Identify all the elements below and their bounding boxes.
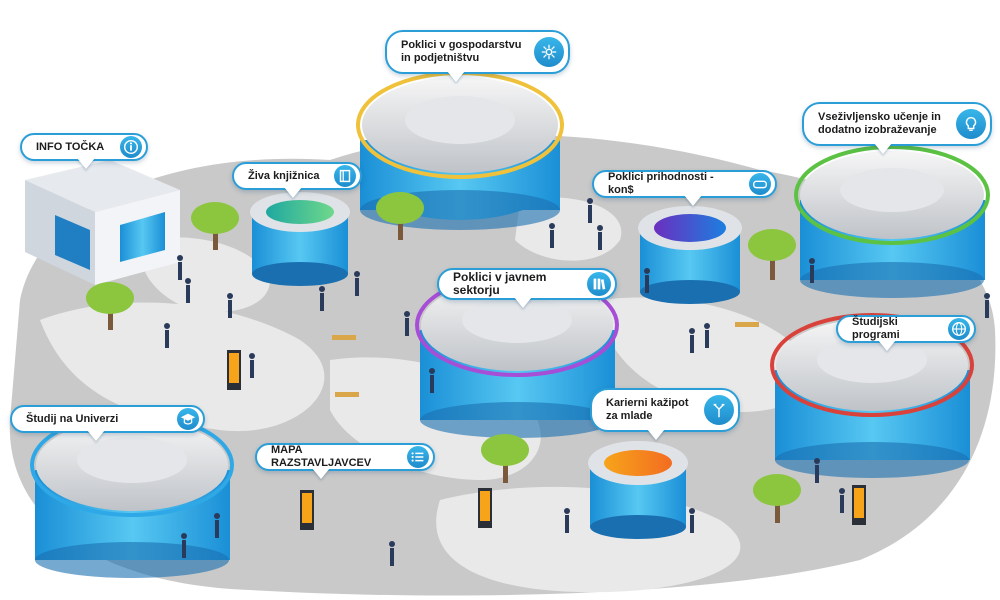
label-studijski[interactable]: Študijski programi [836, 315, 976, 343]
info-icon [120, 136, 142, 158]
label-javni-sektor[interactable]: Poklici v javnem sektorju [437, 268, 617, 300]
label-text: Karierni kažipot za mlade [606, 397, 689, 422]
gear-network-icon [534, 37, 564, 67]
library-book-icon [334, 165, 356, 187]
books-icon [587, 272, 611, 296]
list-icon [407, 446, 429, 468]
trees [86, 192, 801, 523]
globe-icon [948, 318, 970, 340]
label-text: INFO TOČKA [36, 140, 105, 153]
vr-headset-icon [749, 173, 771, 195]
label-info[interactable]: INFO TOČKA [20, 133, 148, 161]
label-text: Poklici prihodnosti - kon$ [608, 171, 714, 196]
pavilion-javni-sektor [415, 273, 619, 438]
benches [332, 322, 759, 397]
pavilion-knjiznica [250, 192, 350, 286]
pavilion-prihodnost [638, 206, 742, 304]
label-gospodarstvo[interactable]: Poklici v gospodarstvu in podjetništvu [385, 30, 570, 74]
pavilion-univerza [30, 413, 234, 578]
label-text: MAPA RAZSTAVLJAVCEV [271, 444, 372, 469]
pavilion-kazipot [588, 441, 688, 539]
brain-bulb-icon [956, 109, 986, 139]
label-vsezivljensko[interactable]: Vseživljensko učenje in dodatno izobraže… [802, 102, 992, 146]
label-univerza[interactable]: Študij na Univerzi [10, 405, 205, 433]
label-text: Študij na Univerzi [26, 412, 119, 425]
pavilion-vsezivljensko [794, 145, 990, 298]
label-kazipot[interactable]: Karierni kažipot za mlade [590, 388, 740, 432]
signpost-icon [704, 395, 734, 425]
label-text: Vseživljensko učenje in dodatno izobraže… [818, 111, 941, 136]
label-text: Poklici v javnem sektorju [453, 270, 547, 297]
label-knjiznica[interactable]: Živa knjižnica [232, 162, 362, 190]
label-prihodnost[interactable]: Poklici prihodnosti - kon$ [592, 170, 777, 198]
label-text: Živa knjižnica [248, 169, 320, 182]
label-mapa[interactable]: MAPA RAZSTAVLJAVCEV [255, 443, 435, 471]
kiosk-screens [227, 350, 866, 530]
graduation-cap-icon [177, 408, 199, 430]
info-point-building [25, 160, 180, 285]
label-text: Študijski programi [852, 316, 900, 341]
visitors [164, 198, 990, 566]
label-text: Poklici v gospodarstvu in podjetništvu [401, 39, 522, 64]
